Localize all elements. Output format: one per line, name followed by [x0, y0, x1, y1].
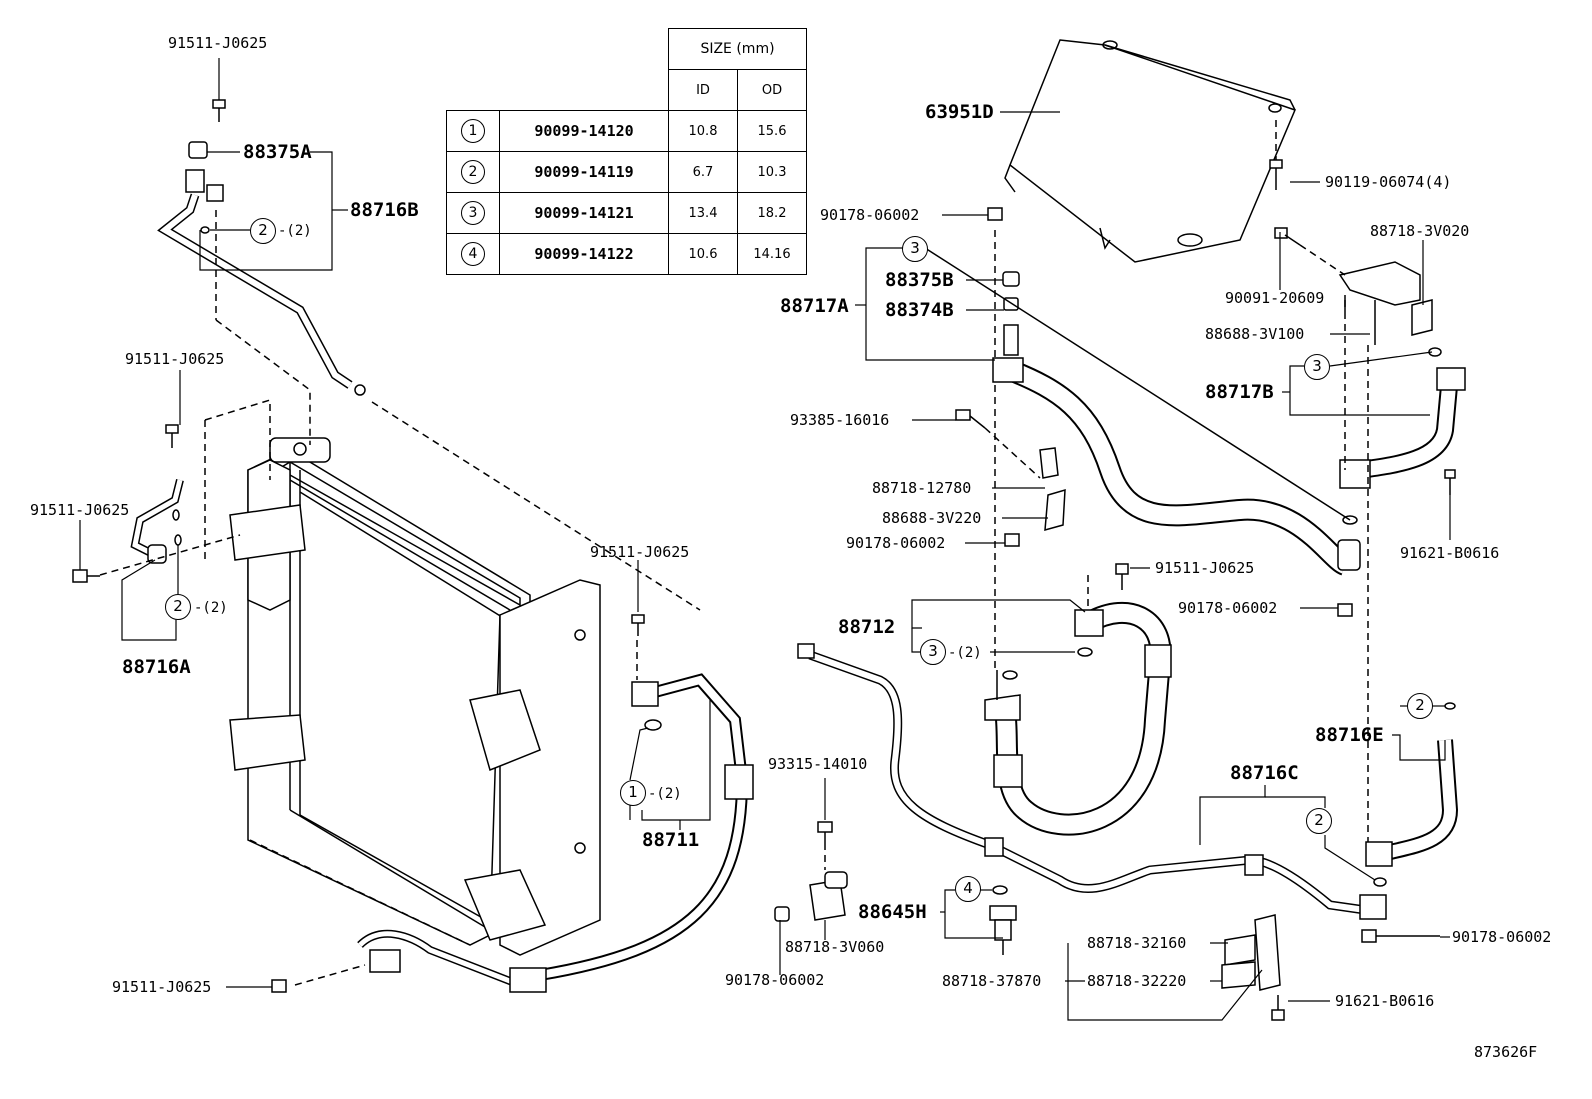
- hose-88717A: [924, 207, 1361, 670]
- condenser-assembly: [204, 398, 601, 989]
- brackets-center: [955, 409, 1066, 547]
- part-label[interactable]: 88375B: [885, 269, 954, 291]
- quantity: -(2): [648, 786, 682, 802]
- leader-lines: [79, 58, 1451, 1021]
- hose-size-callout: 1: [620, 780, 646, 806]
- part-label[interactable]: 88717B: [1205, 381, 1274, 403]
- part-label[interactable]: 93385-16016: [790, 411, 890, 429]
- clamp-88718-3V060: [774, 821, 848, 922]
- row-number: 1: [461, 119, 485, 143]
- part-label[interactable]: 90178-06002: [1452, 928, 1552, 946]
- part-label[interactable]: 90178-06002: [820, 206, 920, 224]
- col-od: OD: [737, 69, 807, 111]
- part-label[interactable]: 88716A: [122, 656, 191, 678]
- part-label[interactable]: 88718-3V060: [785, 938, 885, 956]
- part-label[interactable]: 88717A: [780, 295, 849, 317]
- part-label[interactable]: 91511-J0625: [125, 350, 225, 368]
- part-label[interactable]: 88375A: [243, 141, 312, 163]
- outer-diameter: 14.16: [737, 233, 807, 275]
- hose-size-callout: 3: [902, 236, 928, 262]
- part-label[interactable]: 88711: [642, 829, 700, 851]
- part-label[interactable]: 91511-J0625: [168, 34, 268, 52]
- part-label[interactable]: 88716C: [1230, 762, 1299, 784]
- part-label[interactable]: 91511-J0625: [30, 501, 130, 519]
- size-header: SIZE (mm): [668, 28, 807, 70]
- hose-size-callout: 2: [250, 218, 276, 244]
- quantity: -(2): [194, 600, 228, 616]
- inner-diameter: 10.8: [668, 110, 738, 152]
- part-number: 90099-14122: [499, 233, 669, 275]
- part-label[interactable]: 88718-12780: [872, 479, 972, 497]
- part-label[interactable]: 88718-32220: [1087, 972, 1187, 990]
- table-row: 1 90099-14120 10.8 15.6: [446, 110, 807, 152]
- part-label[interactable]: 91621-B0616: [1335, 992, 1435, 1010]
- row-number: 3: [461, 201, 485, 225]
- part-label[interactable]: 91621-B0616: [1400, 544, 1500, 562]
- part-number: 90099-14119: [499, 151, 669, 193]
- part-label[interactable]: 88718-3V020: [1370, 222, 1470, 240]
- part-label[interactable]: 88718-37870: [942, 972, 1042, 990]
- pipe-88716A: [72, 424, 241, 583]
- part-label[interactable]: 93315-14010: [768, 755, 868, 773]
- part-number: 90099-14120: [499, 110, 669, 152]
- diagram-code: 873626F: [1474, 1043, 1538, 1061]
- part-label[interactable]: 88645H: [858, 901, 927, 923]
- col-id: ID: [668, 69, 738, 111]
- outer-diameter: 10.3: [737, 151, 807, 193]
- part-label[interactable]: 90178-06002: [1178, 599, 1278, 617]
- row-number: 4: [461, 242, 485, 266]
- outer-diameter: 15.6: [737, 110, 807, 152]
- table-row: 3 90099-14121 13.4 18.2: [446, 192, 807, 234]
- part-label[interactable]: 91511-J0625: [590, 543, 690, 561]
- hose-size-callout: 4: [955, 876, 981, 902]
- part-label[interactable]: 88688-3V100: [1205, 325, 1305, 343]
- part-label[interactable]: 90178-06002: [725, 971, 825, 989]
- pipe-88711: [271, 614, 754, 993]
- pipe-88716C: [797, 643, 1440, 943]
- hose-size-callout: 3: [1304, 354, 1330, 380]
- inner-diameter: 13.4: [668, 192, 738, 234]
- part-label[interactable]: 90178-06002: [846, 534, 946, 552]
- hose-size-callout: 2: [1306, 808, 1332, 834]
- hose-size-callout: 2: [1407, 693, 1433, 719]
- part-label[interactable]: 88712: [838, 616, 896, 638]
- table-row: 4 90099-14122 10.6 14.16: [446, 233, 807, 275]
- part-label[interactable]: 88374B: [885, 299, 954, 321]
- part-label[interactable]: 90119-06074(4): [1325, 173, 1452, 191]
- inner-diameter: 6.7: [668, 151, 738, 193]
- part-number: 90099-14121: [499, 192, 669, 234]
- part-label[interactable]: 88716E: [1315, 724, 1384, 746]
- hose-size-callout: 3: [920, 639, 946, 665]
- inner-diameter: 10.6: [668, 233, 738, 275]
- part-label[interactable]: 91511-J0625: [1155, 559, 1255, 577]
- pressure-switch-88645H: [989, 885, 1017, 955]
- quantity: -(2): [278, 223, 312, 239]
- part-label[interactable]: 91511-J0625: [112, 978, 212, 996]
- row-number: 2: [461, 160, 485, 184]
- part-label[interactable]: 88688-3V220: [882, 509, 982, 527]
- part-label[interactable]: 63951D: [925, 101, 994, 123]
- cover-63951D: [1004, 39, 1297, 263]
- bracket-bottom-right: [1221, 914, 1285, 1021]
- part-label[interactable]: 90091-20609: [1225, 289, 1325, 307]
- quantity: -(2): [948, 645, 982, 661]
- hose-88717B: [1269, 120, 1466, 860]
- hose-size-callout: 2: [165, 594, 191, 620]
- table-row: 2 90099-14119 6.7 10.3: [446, 151, 807, 193]
- hose-88712: [984, 563, 1353, 836]
- part-label[interactable]: 88718-32160: [1087, 934, 1187, 952]
- hose-size-table: SIZE (mm) ID OD 1 90099-14120 10.8 15.6 …: [446, 28, 807, 275]
- outer-diameter: 18.2: [737, 192, 807, 234]
- part-label[interactable]: 88716B: [350, 199, 419, 221]
- pipe-88716E: [1365, 702, 1459, 867]
